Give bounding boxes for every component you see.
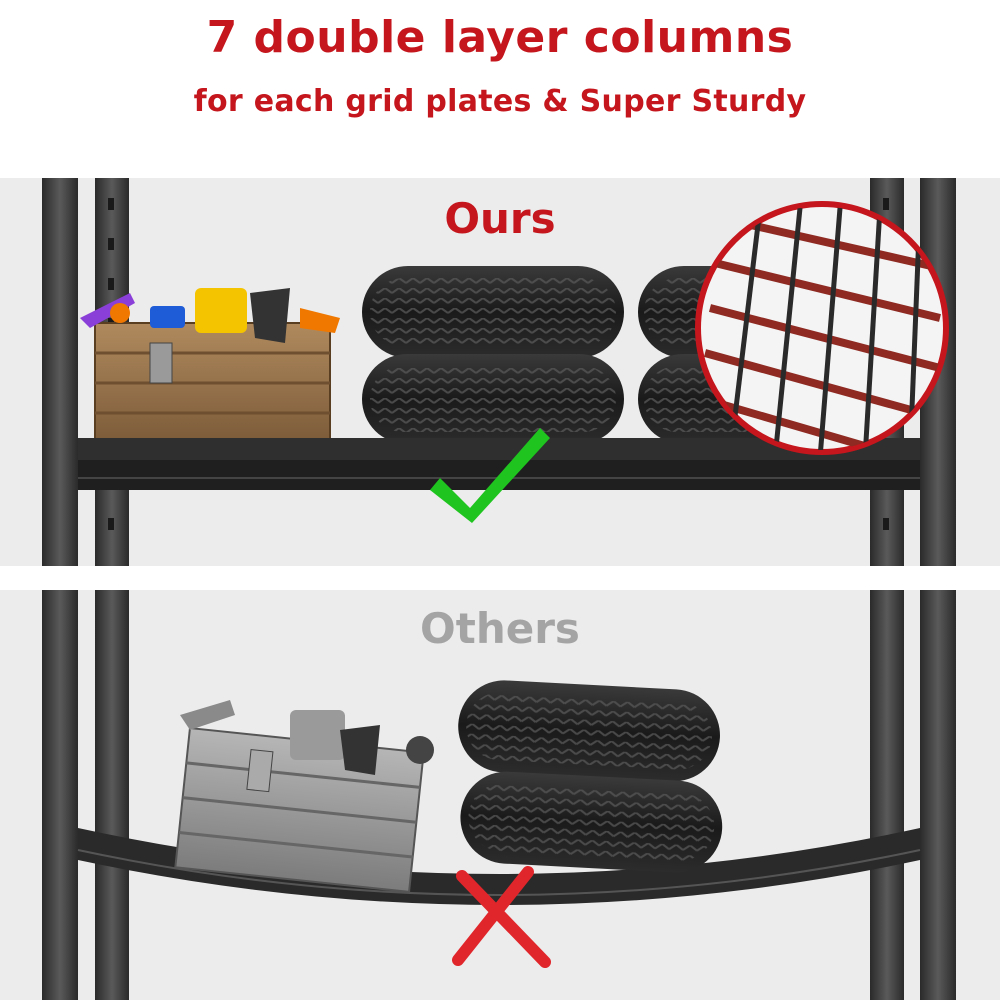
ours-comparison-panel: Ours [0,178,1000,566]
others-comparison-panel: Others [0,590,1000,1000]
headline: 7 double layer columns [206,12,794,63]
shelf-posts [42,590,956,1000]
others-shelf-illustration [42,590,956,1000]
check-mark-icon [430,428,550,523]
tools-in-crate-grey [180,700,434,775]
others-label: Others [420,604,580,653]
ours-shelf-illustration [42,178,956,566]
ours-label: Ours [444,194,556,243]
tools-in-crate [80,288,340,343]
cross-mark-icon [452,866,551,968]
grid-plate-magnifier [695,201,949,455]
sagging-shelf [77,828,921,905]
tire-stack-center [362,266,624,444]
tire-stack-tilted [458,680,723,873]
wooden-crate [94,322,331,442]
subheadline: for each grid plates & Super Sturdy [193,84,807,119]
